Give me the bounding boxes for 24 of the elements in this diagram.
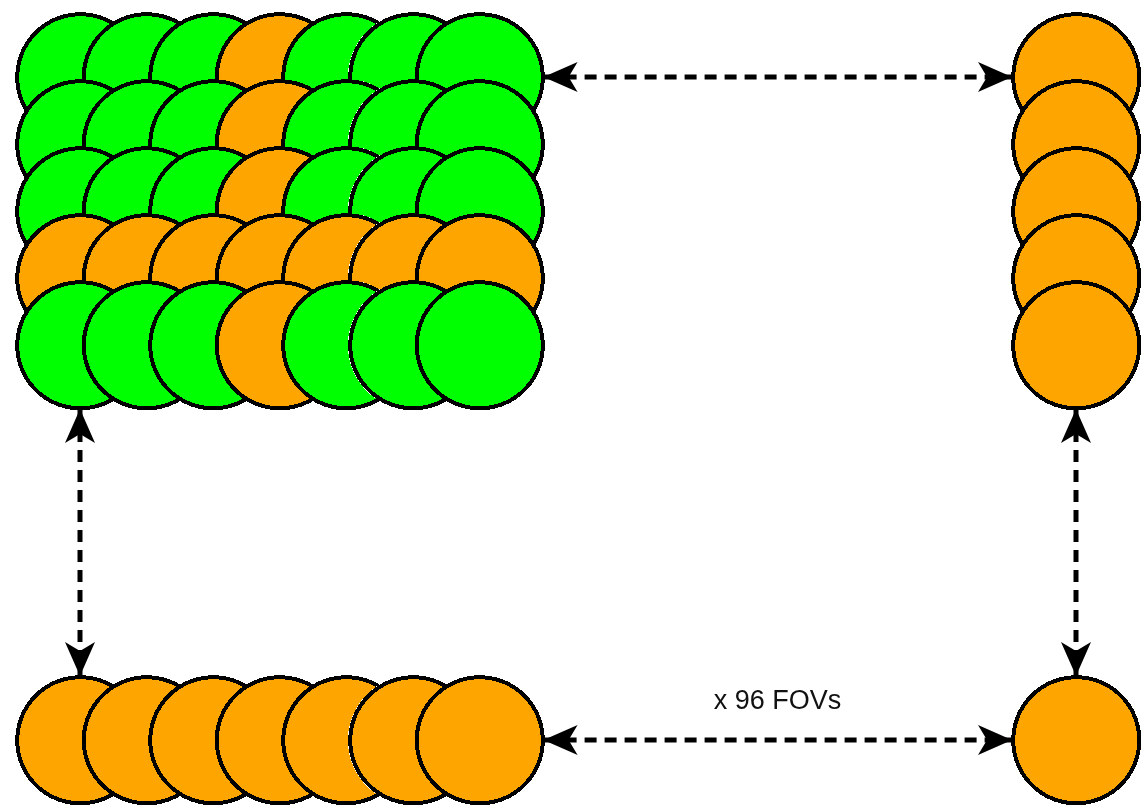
circle — [81, 79, 180, 155]
circle — [148, 79, 247, 155]
circle — [81, 213, 180, 289]
dashed-arrow — [543, 725, 1012, 755]
circle — [281, 79, 380, 155]
circle — [214, 146, 313, 222]
circle — [348, 146, 446, 222]
circle — [214, 12, 313, 88]
circle — [148, 146, 247, 222]
circle — [81, 146, 180, 222]
circle — [281, 213, 380, 289]
circle — [81, 12, 180, 88]
circle — [281, 12, 380, 88]
circle — [148, 12, 247, 88]
circle — [348, 213, 446, 289]
circle — [281, 146, 380, 222]
circle — [214, 79, 313, 155]
circle — [348, 79, 446, 155]
dashed-arrow — [543, 62, 1012, 92]
dashed-arrow — [65, 409, 95, 676]
circle — [214, 213, 313, 289]
dashed-arrow — [1061, 409, 1091, 676]
circle — [348, 12, 446, 88]
circle — [148, 213, 247, 289]
